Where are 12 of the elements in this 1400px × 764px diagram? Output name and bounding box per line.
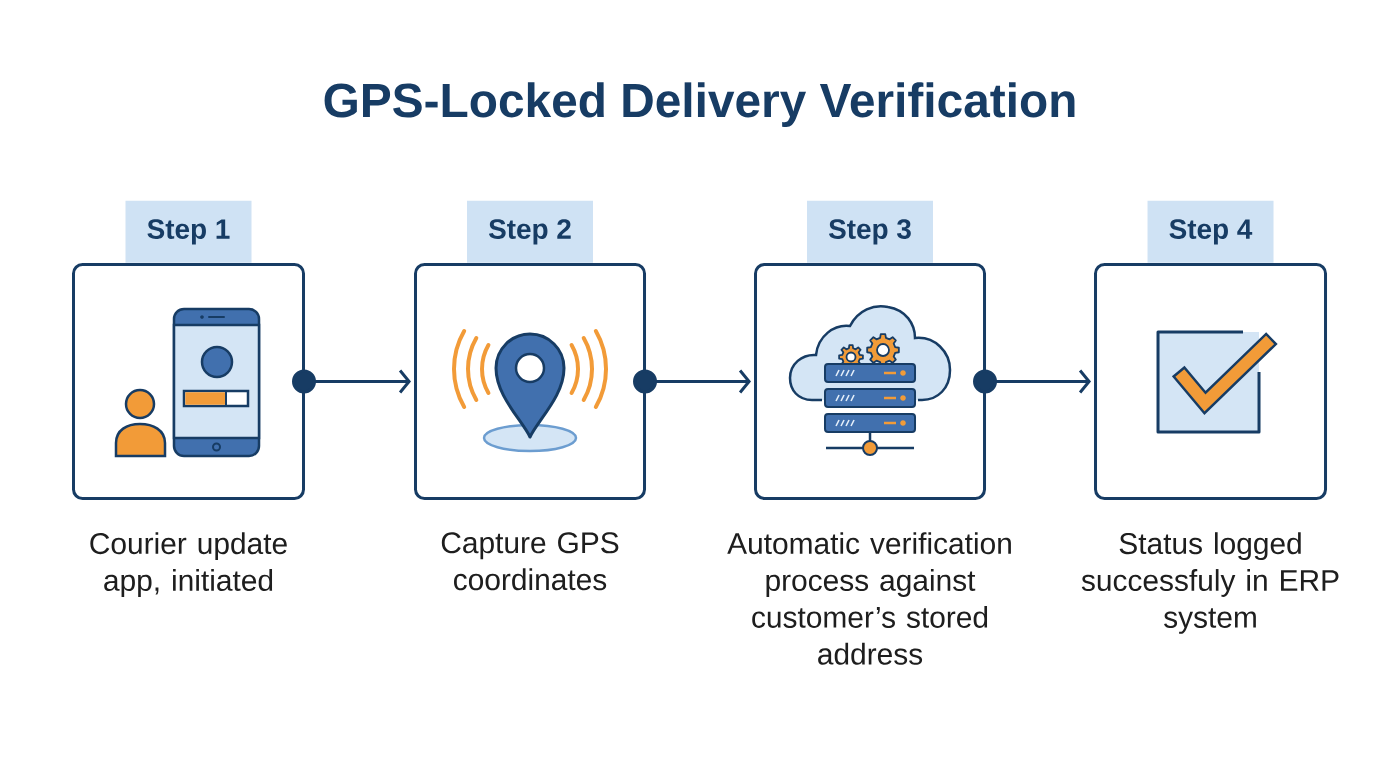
step-description: Capture GPS coordinates: [441, 532, 619, 591]
step-tab: Step 1: [125, 200, 252, 263]
step-description: Automatic verification process against customer’s stored address: [727, 532, 1011, 665]
step-tab: Step 3: [807, 200, 933, 263]
arrow: [292, 369, 411, 394]
title: GPS-Locked Delivery Verification: [324, 82, 1075, 127]
step-description: Status logged successfuly in ERP system: [1081, 532, 1339, 634]
arrow: [633, 369, 751, 394]
step-tab: Step 4: [1147, 200, 1274, 263]
arrow: [973, 369, 1091, 394]
step-description: Courier update app, initiated: [90, 532, 287, 597]
step-tab: Step 2: [467, 200, 593, 263]
